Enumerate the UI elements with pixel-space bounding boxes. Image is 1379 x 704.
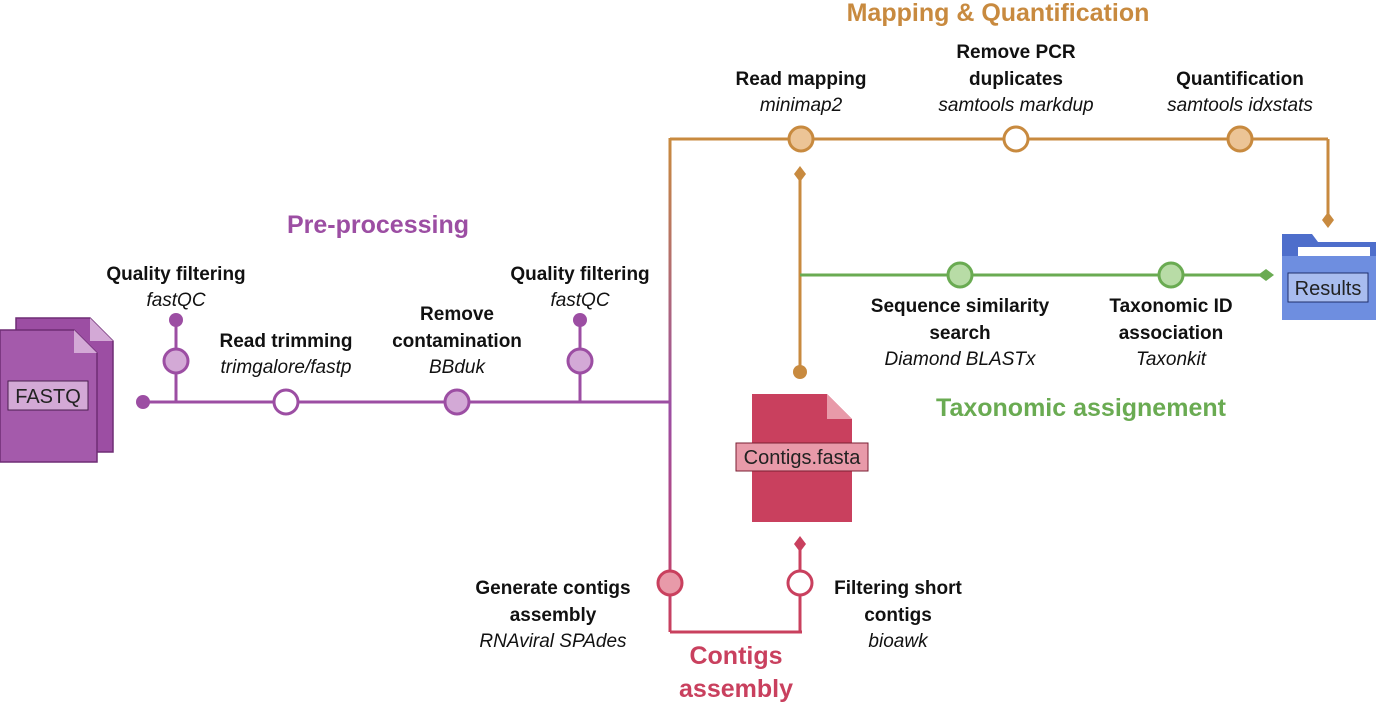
step-tool-qf2: fastQC bbox=[550, 290, 609, 311]
results-folder-icon: Results bbox=[1282, 234, 1376, 320]
step-tool-assembly: RNAviral SPAdes bbox=[479, 631, 627, 652]
step-node-trim bbox=[272, 388, 300, 416]
step-label-simsearch-line2: search bbox=[929, 323, 990, 344]
contigs-track bbox=[670, 550, 802, 634]
step-tool-simsearch: Diamond BLASTx bbox=[884, 349, 1037, 370]
step-label-simsearch-line1: Sequence similarity bbox=[871, 296, 1050, 317]
step-label-mapping: Read mapping bbox=[736, 69, 867, 90]
step-node-assembly bbox=[656, 569, 684, 597]
step-label-assembly-line1: Generate contigs bbox=[475, 578, 630, 599]
qf2-endpoint-dot bbox=[573, 313, 587, 327]
step-node-contam bbox=[443, 388, 471, 416]
fastq-file-icon: FASTQ bbox=[0, 317, 114, 463]
step-label-dedup-line2: duplicates bbox=[969, 69, 1063, 90]
main-trunk-line bbox=[668, 138, 672, 632]
section-title-contigs-line2: assembly bbox=[679, 675, 793, 703]
step-node-filter bbox=[786, 569, 814, 597]
taxonomic-arrow-head bbox=[1258, 269, 1274, 281]
contigs-arrow-head bbox=[794, 536, 806, 552]
step-node-quant bbox=[1226, 125, 1254, 153]
step-label-assembly-line2: assembly bbox=[510, 605, 597, 626]
contigs-to-mapping-arrow-head bbox=[794, 166, 806, 182]
step-node-simsearch bbox=[946, 261, 974, 289]
step-label-contam-line2: contamination bbox=[392, 331, 522, 352]
step-tool-filter: bioawk bbox=[868, 631, 929, 652]
step-label-taxid-line1: Taxonomic ID bbox=[1109, 296, 1232, 317]
contigs-file-icon: Contigs.fasta bbox=[735, 394, 869, 522]
step-tool-qf1: fastQC bbox=[146, 290, 205, 311]
section-title-contigs-line1: Contigs bbox=[689, 642, 782, 670]
step-node-dedup bbox=[1002, 125, 1030, 153]
section-title-mapping: Mapping & Quantification bbox=[847, 0, 1150, 27]
step-tool-mapping: minimap2 bbox=[760, 95, 843, 116]
step-tool-dedup: samtools markdup bbox=[938, 95, 1093, 116]
fastq-file-label: FASTQ bbox=[15, 386, 81, 408]
results-arrow-head bbox=[1322, 212, 1334, 228]
step-node-taxid bbox=[1157, 261, 1185, 289]
step-tool-trim: trimgalore/fastp bbox=[221, 357, 352, 378]
step-tool-taxid: Taxonkit bbox=[1136, 349, 1207, 370]
step-label-trim: Read trimming bbox=[219, 331, 352, 352]
step-label-filter-line1: Filtering short bbox=[834, 578, 962, 599]
mapping-track bbox=[670, 137, 1330, 372]
results-folder-label: Results bbox=[1295, 278, 1362, 300]
step-label-contam-line1: Remove bbox=[420, 304, 494, 325]
step-label-quant: Quantification bbox=[1176, 69, 1304, 90]
step-label-qf1: Quality filtering bbox=[106, 264, 245, 285]
step-label-taxid-line2: association bbox=[1119, 323, 1224, 344]
step-node-mapping bbox=[787, 125, 815, 153]
section-title-taxonomic: Taxonomic assignement bbox=[936, 394, 1227, 422]
step-node-qf1 bbox=[162, 347, 190, 375]
section-title-preprocessing: Pre-processing bbox=[287, 211, 469, 239]
step-node-qf2 bbox=[566, 347, 594, 375]
contigs-source-dot bbox=[793, 365, 807, 379]
step-label-filter-line2: contigs bbox=[864, 605, 932, 626]
qf1-endpoint-dot bbox=[169, 313, 183, 327]
step-label-qf2: Quality filtering bbox=[510, 264, 649, 285]
contigs-file-label: Contigs.fasta bbox=[744, 447, 862, 469]
step-label-dedup-line1: Remove PCR bbox=[956, 42, 1076, 63]
preprocessing-start-dot bbox=[136, 395, 150, 409]
step-tool-quant: samtools idxstats bbox=[1167, 95, 1313, 116]
step-tool-contam: BBduk bbox=[429, 357, 486, 378]
